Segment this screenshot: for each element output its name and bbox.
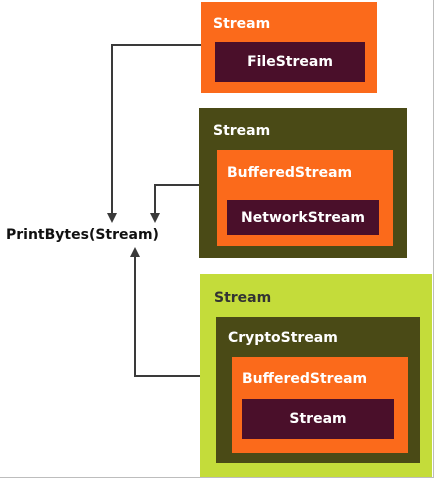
bufferedstream-box-2: BufferedStream Stream [232,357,408,453]
stream-label-2: Stream [213,123,271,139]
stream-box-1: Stream FileStream [201,2,377,93]
stream-box-2: Stream BufferedStream NetworkStream [199,108,407,258]
bufferedstream-box-1: BufferedStream NetworkStream [217,150,393,246]
networkstream-label: NetworkStream [241,210,365,226]
inner-stream-label: Stream [289,411,347,427]
stream-label-1: Stream [213,16,271,32]
cryptostream-label: CryptoStream [228,330,338,346]
arrow-filestream-to-printbytes [107,44,201,223]
filestream-label: FileStream [247,54,333,70]
networkstream-box: NetworkStream [227,200,379,235]
inner-stream-box: Stream [242,399,394,439]
cryptostream-box: CryptoStream BufferedStream Stream [216,317,420,463]
bufferedstream-label-2: BufferedStream [242,371,368,387]
diagram-frame [0,0,434,478]
printbytes-function-label: PrintBytes(Stream) [6,227,159,243]
arrow-cryptostream-to-printbytes [130,247,216,377]
bufferedstream-label-1: BufferedStream [227,165,353,181]
stream-label-3: Stream [214,290,272,306]
stream-box-3: Stream CryptoStream BufferedStream Strea… [200,274,432,477]
filestream-box: FileStream [215,42,365,82]
